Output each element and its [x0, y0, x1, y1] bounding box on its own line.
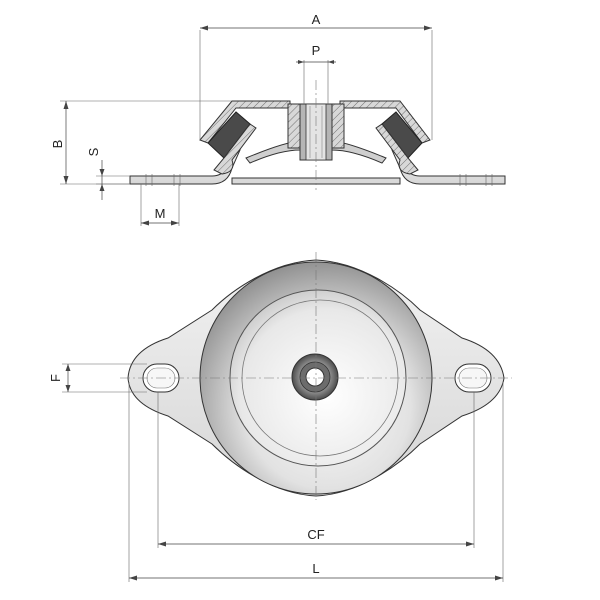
top-center-nut [291, 353, 339, 401]
top-view [120, 252, 512, 500]
dim-A: A [199, 12, 433, 140]
dim-L-label: L [312, 561, 319, 576]
dim-B: B [50, 100, 232, 185]
dim-M: M [140, 184, 180, 226]
dim-F-label: F [48, 374, 63, 382]
dim-CF: CF [157, 392, 475, 548]
side-inner-flange-right [375, 123, 419, 175]
dim-L: L [128, 382, 504, 582]
dim-A-label: A [312, 12, 321, 27]
dim-F: F [48, 363, 147, 393]
dim-P: P [296, 43, 336, 104]
dim-P-label: P [312, 43, 321, 58]
dim-S-label: S [86, 147, 101, 156]
dim-B-label: B [50, 140, 65, 149]
dim-M-label: M [155, 206, 166, 221]
dim-CF-label: CF [307, 527, 324, 542]
dim-S: S [86, 147, 130, 200]
side-inner-flange-left [213, 123, 257, 175]
side-view [129, 80, 506, 190]
